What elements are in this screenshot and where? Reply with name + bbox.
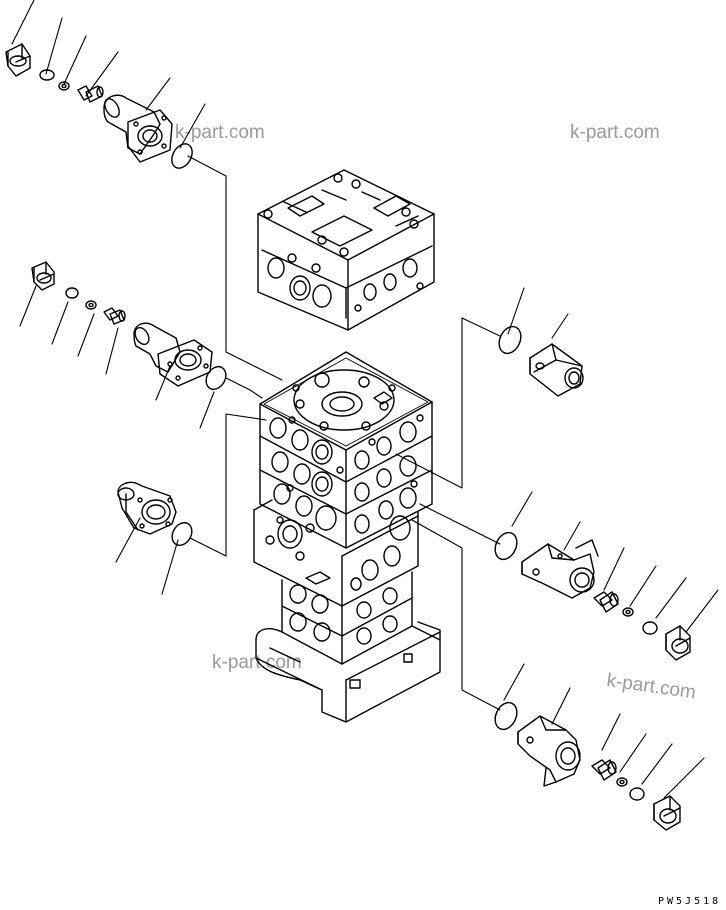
valve-top-section [257, 169, 435, 331]
elbow-right-lower [517, 715, 581, 787]
o-ring-right-mid-small [642, 621, 658, 635]
fitting-right-mid [593, 591, 619, 613]
cap-right-upper [529, 343, 584, 397]
washer-right-lower [616, 777, 628, 787]
washer-right-mid [622, 607, 634, 617]
washer-top [58, 81, 70, 91]
o-ring-right-mid [494, 531, 518, 561]
watermark-top-right: k-part.com [570, 122, 660, 143]
plug-top-left [5, 43, 31, 77]
o-ring-lower-left [171, 521, 193, 547]
o-ring-mid-2 [205, 365, 227, 391]
elbow-flange-mid [133, 322, 213, 387]
washer-mid [85, 300, 97, 310]
watermark-top-left: k-part.com [175, 122, 265, 143]
o-ring-top-1 [39, 69, 55, 81]
o-ring-top-2 [171, 143, 193, 169]
o-ring-mid-1 [65, 287, 79, 299]
plug-right-lower [653, 795, 681, 831]
o-ring-right-lower [494, 701, 518, 731]
fitting-mid [103, 307, 126, 325]
elbow-right-mid [521, 539, 599, 599]
o-ring-right-lower-small [629, 787, 645, 801]
elbow-flange-top [103, 94, 173, 163]
flange-lower-left [117, 481, 177, 535]
connection-lines [187, 155, 501, 711]
plug-mid-left [31, 261, 55, 291]
fitting-right-lower [591, 759, 617, 781]
plug-right-mid [665, 625, 691, 661]
drawing-code: PW5J518 [658, 896, 721, 907]
fitting-top [77, 85, 104, 103]
o-ring-right-upper [498, 325, 522, 355]
valve-main-stack [253, 351, 441, 723]
watermark-bottom-left: k-part.com [212, 652, 302, 673]
watermark-bottom-right: k-part.com [605, 670, 697, 703]
